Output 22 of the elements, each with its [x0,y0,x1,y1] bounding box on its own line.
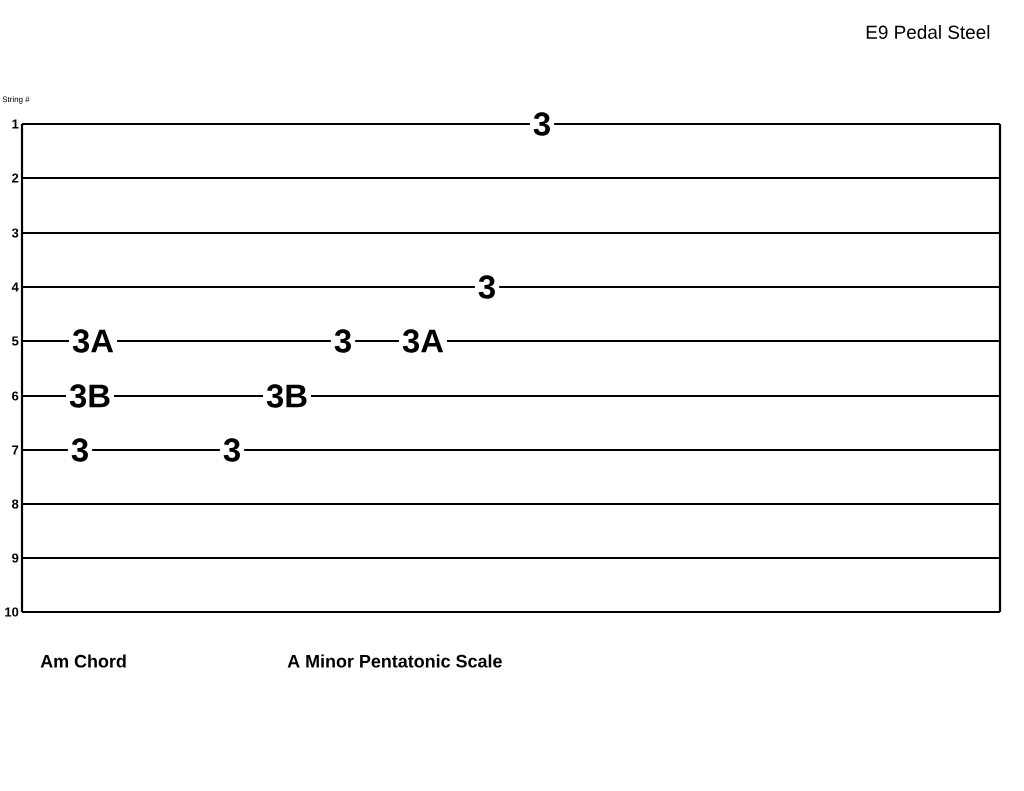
tab-note: 3 [67,437,93,463]
tab-note: 3B [263,383,311,409]
tab-note: 3 [330,328,356,354]
string-number: 1 [12,119,19,129]
string-number: 3 [11,228,19,238]
string-number: 7 [12,445,19,455]
string-number: 10 [5,607,19,617]
string-number: 4 [11,282,19,292]
chart-label: A Minor Pentatonic Scale [287,654,502,668]
tab-note: 3A [69,328,117,354]
string-number: 8 [12,499,19,509]
tab-note: 3A [399,328,447,354]
tab-note: 3B [66,383,114,409]
string-number: 5 [12,336,19,346]
chart-label: Am Chord [40,654,126,668]
string-number: 6 [12,391,19,401]
string-number: 2 [12,173,19,183]
title: E9 Pedal Steel [866,25,990,39]
tab-note: 3 [219,437,245,463]
string-number: 9 [12,553,19,563]
tab-note: 3 [474,274,500,300]
tab-note: 3 [529,111,555,137]
